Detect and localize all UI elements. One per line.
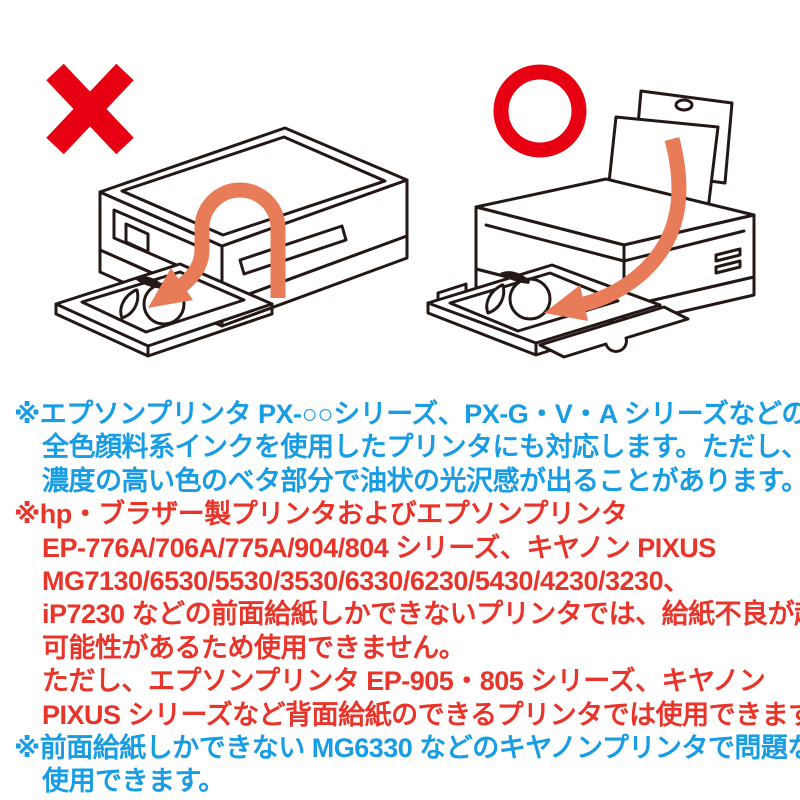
note-line: 濃度の高い色のベタ部分で油状の光沢感が出ることがあります。 xyxy=(42,465,800,496)
note-line: EP-776A/706A/775A/904/804 シリーズ、キヤノン PIXU… xyxy=(42,532,716,563)
front-feed-printer-figure xyxy=(40,50,420,380)
note-line: MG7130/6530/5530/3530/6330/6230/5430/423… xyxy=(42,565,690,596)
note-line: ただし、エプソンプリンタ EP-905・805 シリーズ、キヤノン xyxy=(42,666,766,697)
note-line: 可能性があるため使用できません。 xyxy=(42,632,466,663)
front-feed-printer-drawing xyxy=(54,126,409,358)
rear-feed-printer-drawing xyxy=(426,89,756,359)
apple-print-icon xyxy=(485,271,552,321)
paper-path-u-turn-arrow-icon xyxy=(148,182,286,308)
note-line: PIXUS シリーズなど背面給紙のできるプリンタでは使用できます。 xyxy=(42,699,800,730)
note-line: iP7230 などの前面給紙しかできないプリンタでは、給紙不良が起こる xyxy=(42,599,800,630)
rear-feed-printer-illustration xyxy=(426,64,756,359)
front-feed-printer-illustration xyxy=(46,63,409,358)
note-line: ※エプソンプリンタ PX-○○シリーズ、PX-G・V・A シリーズなどの xyxy=(14,399,800,429)
note-line: 使用できます。 xyxy=(42,766,225,797)
note-line: ※hp・ブラザー製プリンタおよびエプソンプリンタ xyxy=(14,499,628,530)
rear-feed-printer-figure xyxy=(420,45,790,380)
paper-path-curve-arrow-icon xyxy=(544,137,687,321)
note-line: 全色顔料系インクを使用したプリンタにも対応します。ただし、黒など xyxy=(42,432,800,463)
printed-paper xyxy=(448,271,620,333)
x-mark-icon xyxy=(46,63,134,155)
notes: ※エプソンプリンタ PX-○○シリーズ、PX-G・V・A シリーズなどの全色顔料… xyxy=(0,398,800,799)
note-line: ※前面給紙しかできない MG6330 などのキヤノンプリンタで問題なく xyxy=(14,732,800,763)
circle-mark-icon xyxy=(493,64,587,158)
